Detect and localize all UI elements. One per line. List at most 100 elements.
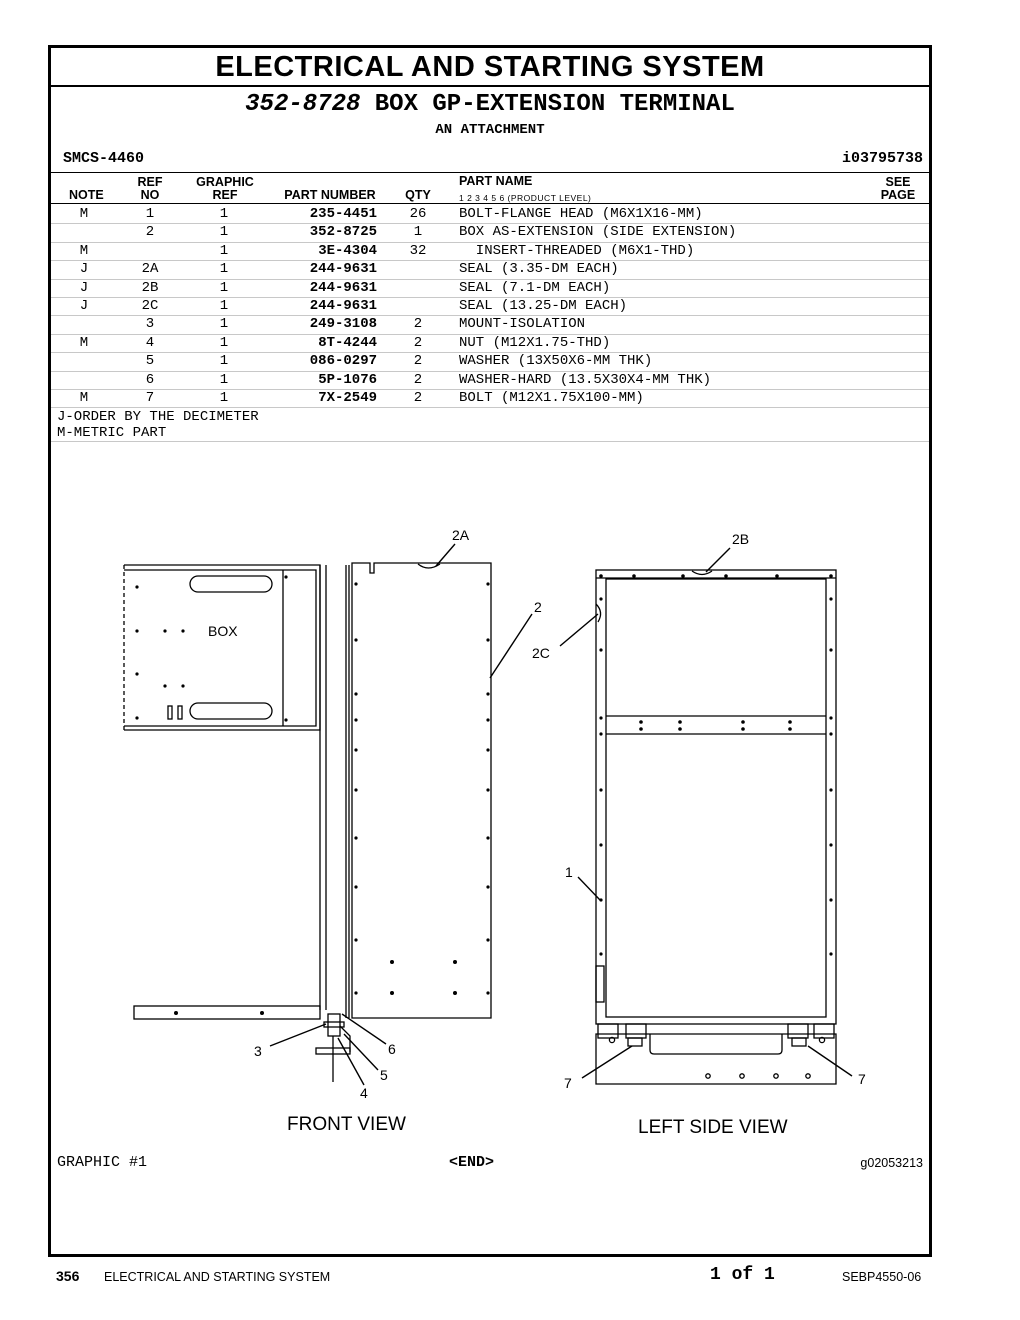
header-product-level: 1 2 3 4 5 6 (PRODUCT LEVEL) [459, 193, 592, 203]
cell-ref: 5 [145, 353, 155, 370]
header-ref-top: REF [137, 175, 163, 189]
cell-name: MOUNT-ISOLATION [459, 316, 586, 333]
front-rails [319, 565, 350, 1018]
cell-name: BOX AS-EXTENSION (SIDE EXTENSION) [459, 224, 737, 241]
cell-graphic: 1 [219, 242, 229, 259]
cell-ref: 1 [145, 206, 155, 222]
cell-note: M [79, 334, 89, 351]
cell-ref: 6 [145, 371, 155, 388]
header-part-number: PART NUMBER [284, 188, 376, 202]
header-see-bottom: PAGE [880, 188, 916, 202]
table-notes: J-ORDER BY THE DECIMETER M-METRIC PART [57, 409, 259, 441]
cell-graphic: 1 [219, 206, 229, 222]
cell-graphic: 1 [219, 353, 229, 370]
callout-7-right: 7 [858, 1071, 866, 1087]
header-see-top: SEE [885, 175, 911, 189]
header-ref-bottom: NO [140, 188, 160, 202]
cell-pn: 244-9631 [309, 279, 377, 296]
box-label: BOX [208, 623, 238, 639]
cell-qty: 2 [413, 390, 423, 406]
cell-pn: 5P-1076 [318, 371, 377, 388]
cell-qty: 2 [413, 334, 423, 351]
cell-name: SEAL (3.35-DM EACH) [459, 261, 619, 278]
header-part-name: PART NAME [459, 174, 533, 188]
table-row: 5 1 086-0297 2 WASHER (13X50X6-MM THK) [51, 352, 929, 372]
page-frame: ELECTRICAL AND STARTING SYSTEM 352-8728 … [48, 45, 932, 1257]
cell-note: M [79, 206, 89, 222]
front-base-plate [133, 1005, 351, 1082]
cell-pn: 086-0297 [309, 353, 377, 370]
graphic-label: GRAPHIC #1 [57, 1154, 148, 1171]
cell-qty: 2 [413, 371, 423, 388]
cell-note: M [79, 390, 89, 406]
table-row: 6 1 5P-1076 2 WASHER-HARD (13.5X30X4-MM THK) [51, 371, 929, 390]
left-side-base-holes [608, 1036, 826, 1079]
table-header-top-rule [51, 172, 929, 173]
cell-name: SEAL (7.1-DM EACH) [459, 279, 611, 296]
cell-qty: 2 [413, 353, 423, 370]
notes-rule [51, 441, 929, 442]
footer-page-of: 1 of 1 [710, 1265, 775, 1285]
callout-5: 5 [380, 1067, 388, 1083]
callout-7-left: 7 [564, 1075, 572, 1091]
front-base-holes [174, 1011, 264, 1015]
cell-ref: 2B [141, 279, 159, 296]
cell-name: BOLT (M12X1.75X100-MM) [459, 390, 644, 406]
cell-graphic: 1 [219, 334, 229, 351]
cell-name: BOLT-FLANGE HEAD (M6X1X16-MM) [459, 206, 703, 222]
cell-pn: 7X-2549 [318, 390, 377, 406]
callout-4: 4 [360, 1085, 368, 1101]
front-view-label: FRONT VIEW [287, 1114, 406, 1135]
cell-ref: 7 [145, 390, 155, 406]
box-holes [135, 575, 288, 722]
footer-page-number: 356 [56, 1268, 80, 1284]
callout-6: 6 [388, 1041, 396, 1057]
cell-graphic: 1 [219, 390, 229, 406]
cell-note: M [79, 242, 89, 259]
cell-name: INSERT-THREADED (M6X1-THD) [459, 242, 695, 259]
header-note: NOTE [69, 188, 104, 202]
cell-name: WASHER (13X50X6-MM THK) [459, 353, 653, 370]
cell-ref: 2A [141, 261, 159, 278]
box-outline [123, 564, 321, 731]
cell-graphic: 1 [219, 298, 229, 314]
cell-ref: 4 [145, 334, 155, 351]
table-header-bottom-rule [51, 203, 929, 204]
left-side-base [595, 1023, 837, 1085]
left-side-view-label: LEFT SIDE VIEW [638, 1117, 788, 1138]
footer-section: ELECTRICAL AND STARTING SYSTEM [104, 1270, 331, 1284]
cell-pn: 8T-4244 [318, 334, 377, 351]
cell-graphic: 1 [219, 371, 229, 388]
left-side-box [595, 569, 837, 1025]
cell-pn: 235-4451 [309, 206, 377, 222]
cell-pn: 244-9631 [309, 298, 377, 314]
callout-1: 1 [565, 864, 573, 880]
cell-ref: 3 [145, 316, 155, 333]
end-label: <END> [449, 1154, 495, 1171]
group-title: 352-8728 BOX GP-EXTENSION TERMINAL [51, 91, 929, 118]
cell-note: J [79, 261, 89, 278]
cell-pn: 3E-4304 [318, 242, 377, 259]
callout-2a: 2A [452, 527, 470, 543]
extension-box-holes [354, 582, 490, 995]
cell-note: J [79, 279, 89, 296]
extension-box-front [351, 562, 492, 1019]
cell-graphic: 1 [219, 316, 229, 333]
illustration-id: i03795738 [841, 150, 923, 167]
note-j: J-ORDER BY THE DECIMETER [57, 409, 259, 425]
cell-qty: 1 [413, 224, 423, 241]
graphic-id: g02053213 [860, 1156, 923, 1170]
table-row: M 7 1 7X-2549 2 BOLT (M12X1.75X100-MM) [51, 389, 929, 409]
cell-name: WASHER-HARD (13.5X30X4-MM THK) [459, 371, 712, 388]
left-side-holes [599, 574, 833, 956]
cell-pn: 249-3108 [309, 316, 377, 333]
